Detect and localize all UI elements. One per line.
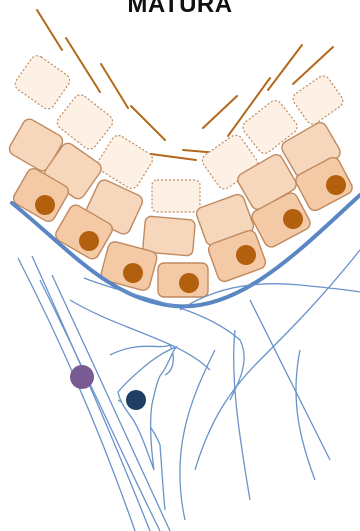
fibroblast-nucleus xyxy=(126,390,146,410)
vessel-cell-nucleus xyxy=(70,365,94,389)
fibroblast-cell xyxy=(118,347,176,470)
